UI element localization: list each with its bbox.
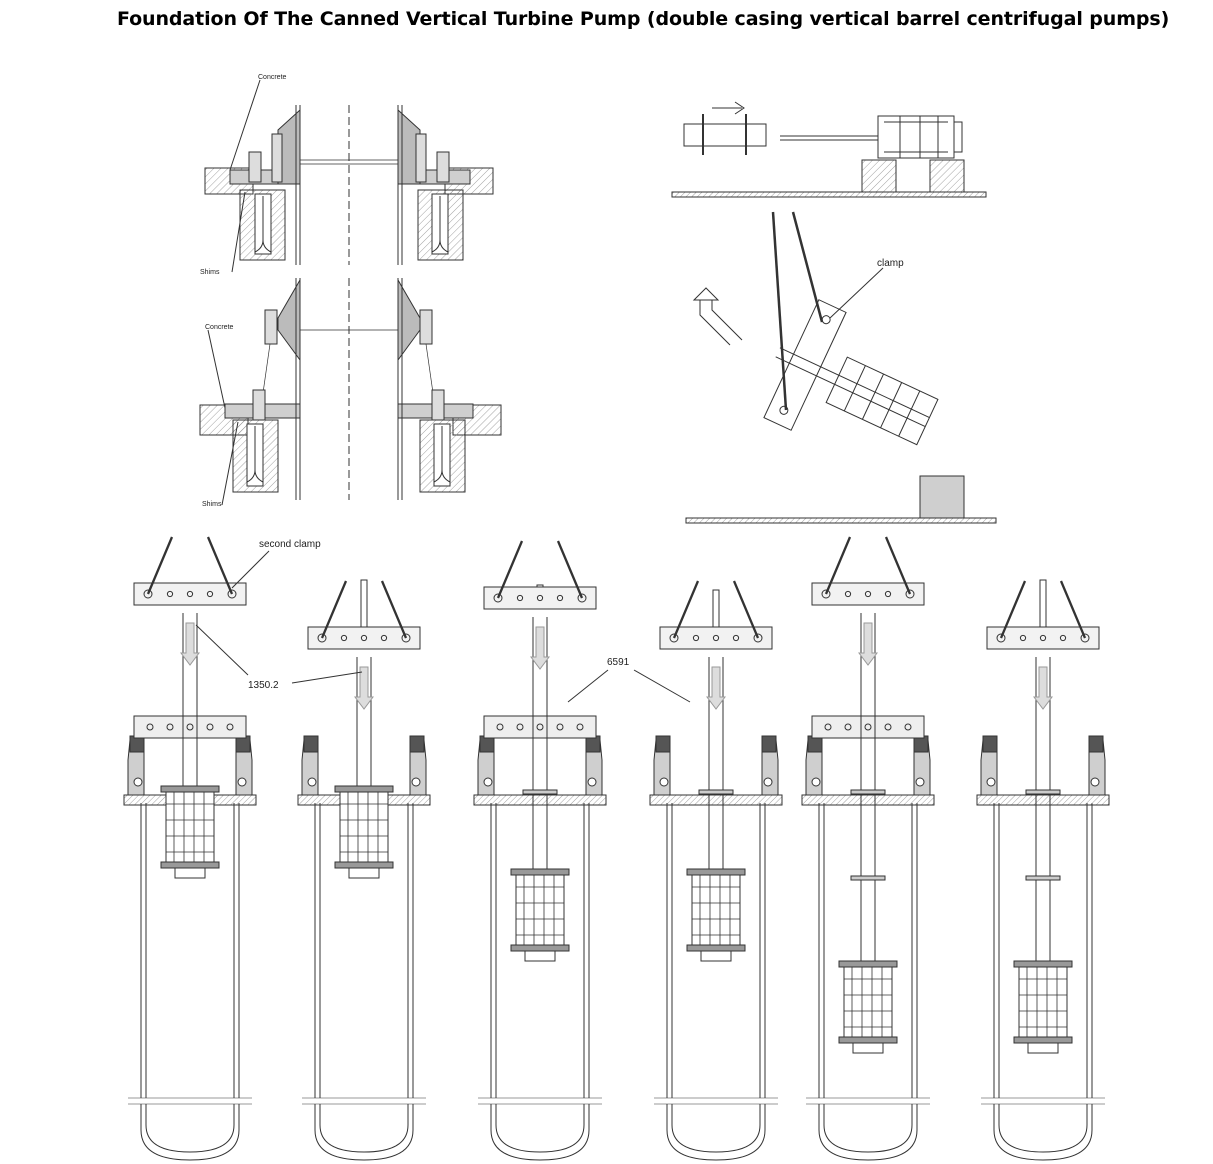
label-second-clamp: second clamp <box>259 539 321 550</box>
label-shims-bottom: Shims <box>202 501 222 508</box>
label-dim-6591: 6591 <box>607 657 630 668</box>
stage-4 <box>649 580 783 1161</box>
stage-2 <box>297 579 431 1161</box>
installation-stages <box>123 536 1110 1161</box>
label-dim-1350: 1350.2 <box>248 680 279 691</box>
tilted-lift-assembly <box>685 211 997 524</box>
leader-lines <box>195 550 691 703</box>
stage-1 <box>123 536 257 1161</box>
label-shims-top: Shims <box>200 269 220 276</box>
foundation-detail-upper <box>204 79 494 273</box>
stage-5 <box>801 536 935 1161</box>
label-clamp: clamp <box>877 258 904 269</box>
page-title: Foundation Of The Canned Vertical Turbin… <box>117 8 1170 30</box>
label-concrete-bottom: Concrete <box>205 324 234 331</box>
stage-6 <box>976 579 1110 1161</box>
horizontal-pump-assembly <box>671 101 987 198</box>
foundation-detail-lower <box>199 278 502 506</box>
label-concrete-top: Concrete <box>258 74 287 81</box>
stage-3 <box>473 540 607 1161</box>
